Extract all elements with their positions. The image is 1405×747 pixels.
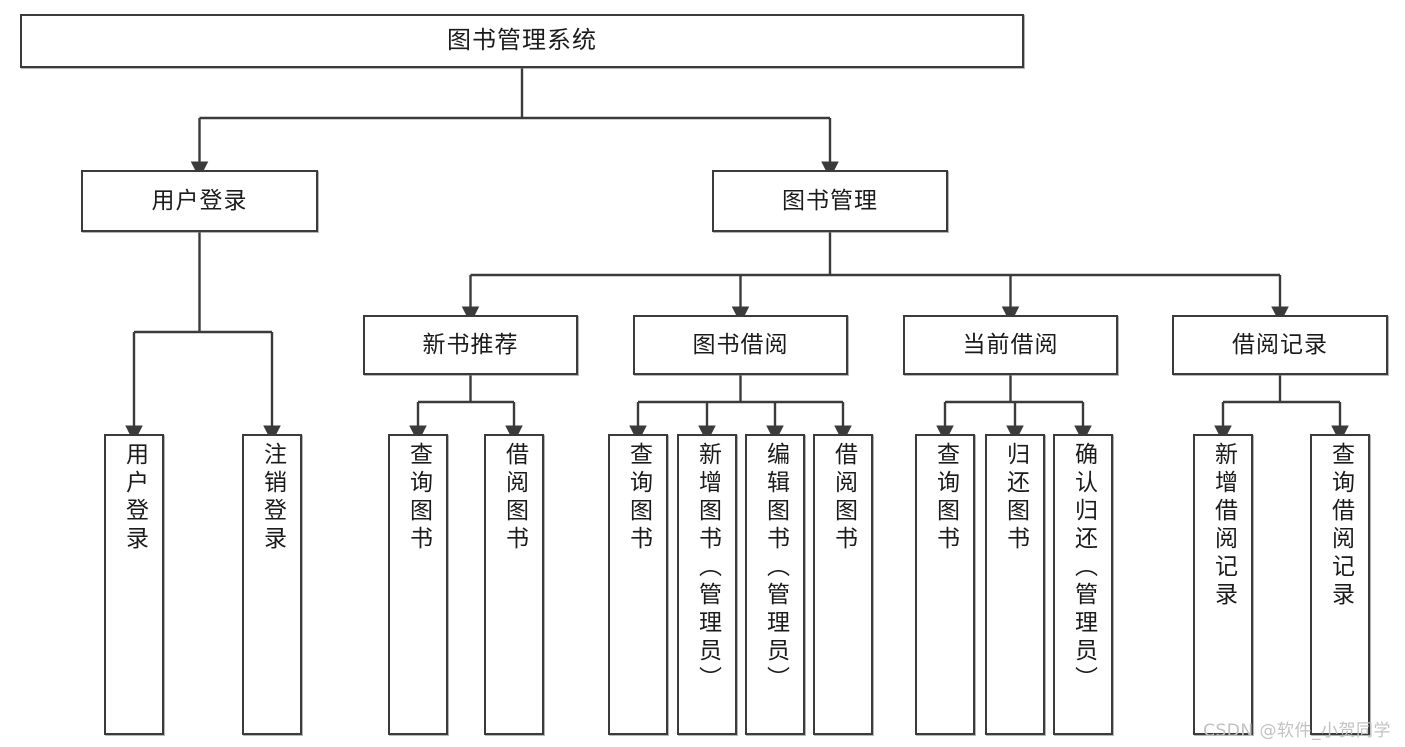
node-label: 新增图书（管理员） <box>694 442 721 694</box>
node-borrowing-record[interactable]: 借阅记录 <box>1172 315 1388 375</box>
node-label: 编辑图书（管理员） <box>762 442 789 694</box>
node-leaf-edit-book-admin[interactable]: 编辑图书（管理员） <box>745 434 805 735</box>
node-root-book-management-system[interactable]: 图书管理系统 <box>20 14 1024 68</box>
node-new-book-recommendation[interactable]: 新书推荐 <box>363 315 578 375</box>
node-leaf-add-borrow-record[interactable]: 新增借阅记录 <box>1193 434 1253 735</box>
node-label: 新增借阅记录 <box>1210 442 1237 610</box>
node-leaf-borrow-book-2[interactable]: 借阅图书 <box>813 434 873 735</box>
node-label: 归还图书 <box>1002 442 1029 554</box>
node-current-borrowing[interactable]: 当前借阅 <box>903 315 1118 375</box>
node-book-management[interactable]: 图书管理 <box>712 170 948 232</box>
node-label: 用户登录 <box>121 442 148 554</box>
node-leaf-add-book-admin[interactable]: 新增图书（管理员） <box>677 434 737 735</box>
node-book-borrowing[interactable]: 图书借阅 <box>633 315 848 375</box>
node-label: 新书推荐 <box>422 331 519 358</box>
node-leaf-confirm-return-admin[interactable]: 确认归还（管理员） <box>1053 434 1113 735</box>
node-label: 图书管理系统 <box>447 26 597 55</box>
node-leaf-query-book-3[interactable]: 查询图书 <box>915 434 975 735</box>
node-leaf-query-book-2[interactable]: 查询图书 <box>608 434 668 735</box>
node-leaf-query-borrow-record[interactable]: 查询借阅记录 <box>1310 434 1370 735</box>
node-leaf-borrow-book-1[interactable]: 借阅图书 <box>484 434 544 735</box>
node-label: 借阅图书 <box>501 442 528 554</box>
node-label: 借阅图书 <box>830 442 857 554</box>
node-leaf-return-book[interactable]: 归还图书 <box>985 434 1045 735</box>
node-label: 借阅记录 <box>1232 331 1328 358</box>
node-label: 用户登录 <box>151 187 248 214</box>
node-label: 当前借阅 <box>962 331 1059 358</box>
node-label: 图书借阅 <box>692 331 789 358</box>
node-user-login[interactable]: 用户登录 <box>81 170 318 232</box>
node-label: 查询图书 <box>405 442 432 554</box>
node-leaf-user-login[interactable]: 用户登录 <box>104 434 164 735</box>
node-label: 确认归还（管理员） <box>1070 442 1097 694</box>
node-label: 查询借阅记录 <box>1327 442 1354 610</box>
node-label: 图书管理 <box>782 187 878 214</box>
csdn-watermark: CSDN @软件_小贺同学 <box>1203 721 1391 741</box>
node-leaf-logout[interactable]: 注销登录 <box>242 434 302 735</box>
node-leaf-query-book-1[interactable]: 查询图书 <box>388 434 448 735</box>
node-label: 查询图书 <box>932 442 959 554</box>
node-label: 注销登录 <box>259 442 286 554</box>
node-label: 查询图书 <box>625 442 652 554</box>
